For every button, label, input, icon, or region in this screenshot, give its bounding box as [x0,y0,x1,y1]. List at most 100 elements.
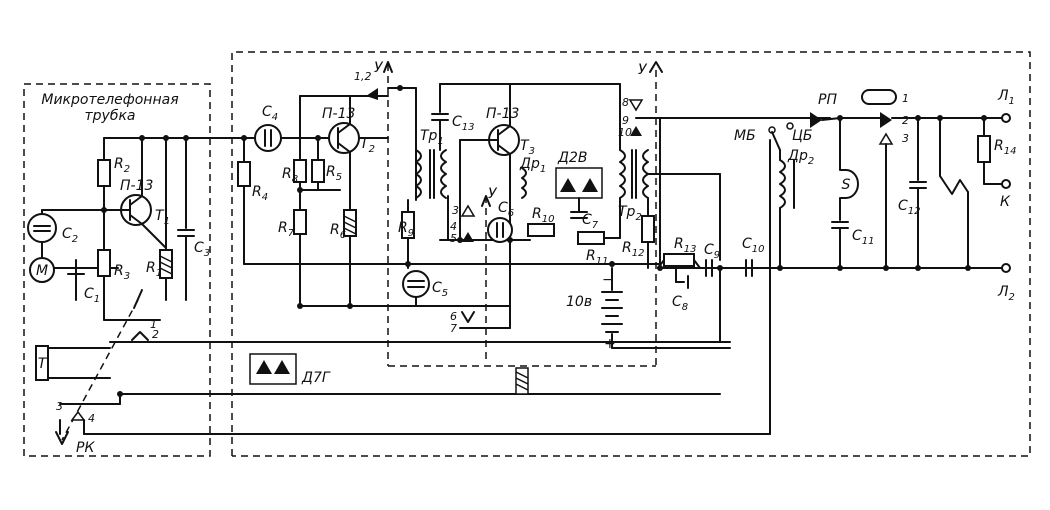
contact-4-label: 4 [88,412,95,425]
junction-dot [883,265,889,271]
handset-title-line2: трубка [85,108,136,124]
dr1-coil [521,167,527,199]
c6-capacitor [487,217,513,243]
t1-type-label: П-13 [120,178,153,194]
junction-dot [405,261,411,267]
c4-label: C4 [262,104,278,123]
junction-dots [101,85,987,397]
contact-3-label: 3 [56,400,63,413]
terminal-l1-label: Л1 [997,88,1015,107]
telephone-icon [35,345,49,381]
line-switch-icon [939,175,969,195]
tr1-primary-coil [415,149,422,199]
rp-contact-wire [821,117,841,121]
terminal-l2-label: Л2 [997,284,1015,303]
d7g-label: Д7Г [301,370,331,386]
contact-top-12: 1,2 [354,70,372,83]
c1-label: C1 [84,286,100,305]
cb-terminal [786,122,794,130]
junction-dot [297,303,303,309]
mb-cb-switch-arm [771,131,781,151]
r1-label: R1 [146,260,162,279]
d2v-diode-a [560,178,576,192]
t1-label: T1 [155,208,170,227]
d7g-frame [249,353,297,385]
c4-capacitor [254,124,282,152]
c8-label: C8 [672,294,688,313]
contact-2-label: 2 [152,328,159,341]
u-arrow-2 [481,195,491,207]
d7g-diode-b [274,360,290,374]
dr2-coil [779,159,786,209]
r14-resistor [977,135,991,163]
junction-dot [657,265,663,271]
junction-dot [915,265,921,271]
c2-capacitor [27,213,57,243]
t1-emitter [129,214,143,225]
r13-label: R13 [674,236,696,255]
relay-contact-1: 1 [902,92,909,105]
r2-resistor [97,159,111,187]
junction-dot [965,265,971,271]
junction-dot [397,85,403,91]
tr2-label: Tp2 [618,204,642,223]
contact-9-label: 9 [622,114,629,127]
cb-label: ЦБ [792,128,812,144]
d7g-diode-a [256,360,272,374]
junction-dot [241,135,247,141]
rk-label: РК [76,440,95,456]
dr2-label: Дp2 [787,148,814,167]
bell-label: S [842,177,851,193]
junction-dot [609,261,615,267]
contact-8-spring [628,99,644,112]
r12-label: R12 [622,240,644,259]
telephone-label: T [38,356,48,372]
c13-label: C13 [452,114,475,133]
contact-7-label: 7 [450,322,457,335]
junction-dot [457,237,463,243]
c7-label: C7 [582,212,599,231]
r13-right-lead [693,259,701,269]
r13-resistor [663,253,695,267]
bell-icon [840,169,859,199]
u-label-1: У [374,60,384,76]
c12-label: C12 [898,198,921,217]
relay-contact-3: 3 [902,132,909,145]
r11-label: R11 [586,248,608,267]
junction-dot [937,115,943,121]
tr2-primary-coil [619,149,626,199]
u-arrow-3 [649,61,663,73]
t3-label: T3 [520,138,535,157]
terminal-k-label: К [1000,194,1011,210]
battery-minus: − [602,272,614,288]
rp-contact [810,112,822,128]
contact-4-spring [70,410,86,421]
t2-emitter [337,142,351,153]
c5-capacitor [402,270,430,298]
r5-label: R5 [326,164,342,183]
rp-label: РП [818,92,837,108]
rk-arrow [55,431,69,445]
contact-3-mid: 3 [452,204,459,217]
relay-contact-2: 2 [902,114,909,127]
microphone-label: M [36,263,48,279]
contact-6-spring [461,311,475,323]
junction-dot [915,115,921,121]
r8-label: R8 [282,166,298,185]
handset-enclosure [23,83,211,457]
contact-top-spring [366,88,378,100]
junction-dot [507,237,513,243]
r9-label: R9 [398,220,414,239]
contact-10-spring [630,126,642,136]
contact-2-spring [131,331,149,341]
relay-contact-3-spring [878,132,894,145]
handset-title-line1: Микротелефонная [41,92,178,108]
r3-label: R3 [114,263,130,282]
r4-resistor [237,161,251,187]
c9-label: C9 [704,242,720,261]
junction-dot [347,303,353,309]
junction-dot [101,207,107,213]
contact-6-label: 6 [450,310,457,323]
contact-3-mid-spring [460,204,476,217]
